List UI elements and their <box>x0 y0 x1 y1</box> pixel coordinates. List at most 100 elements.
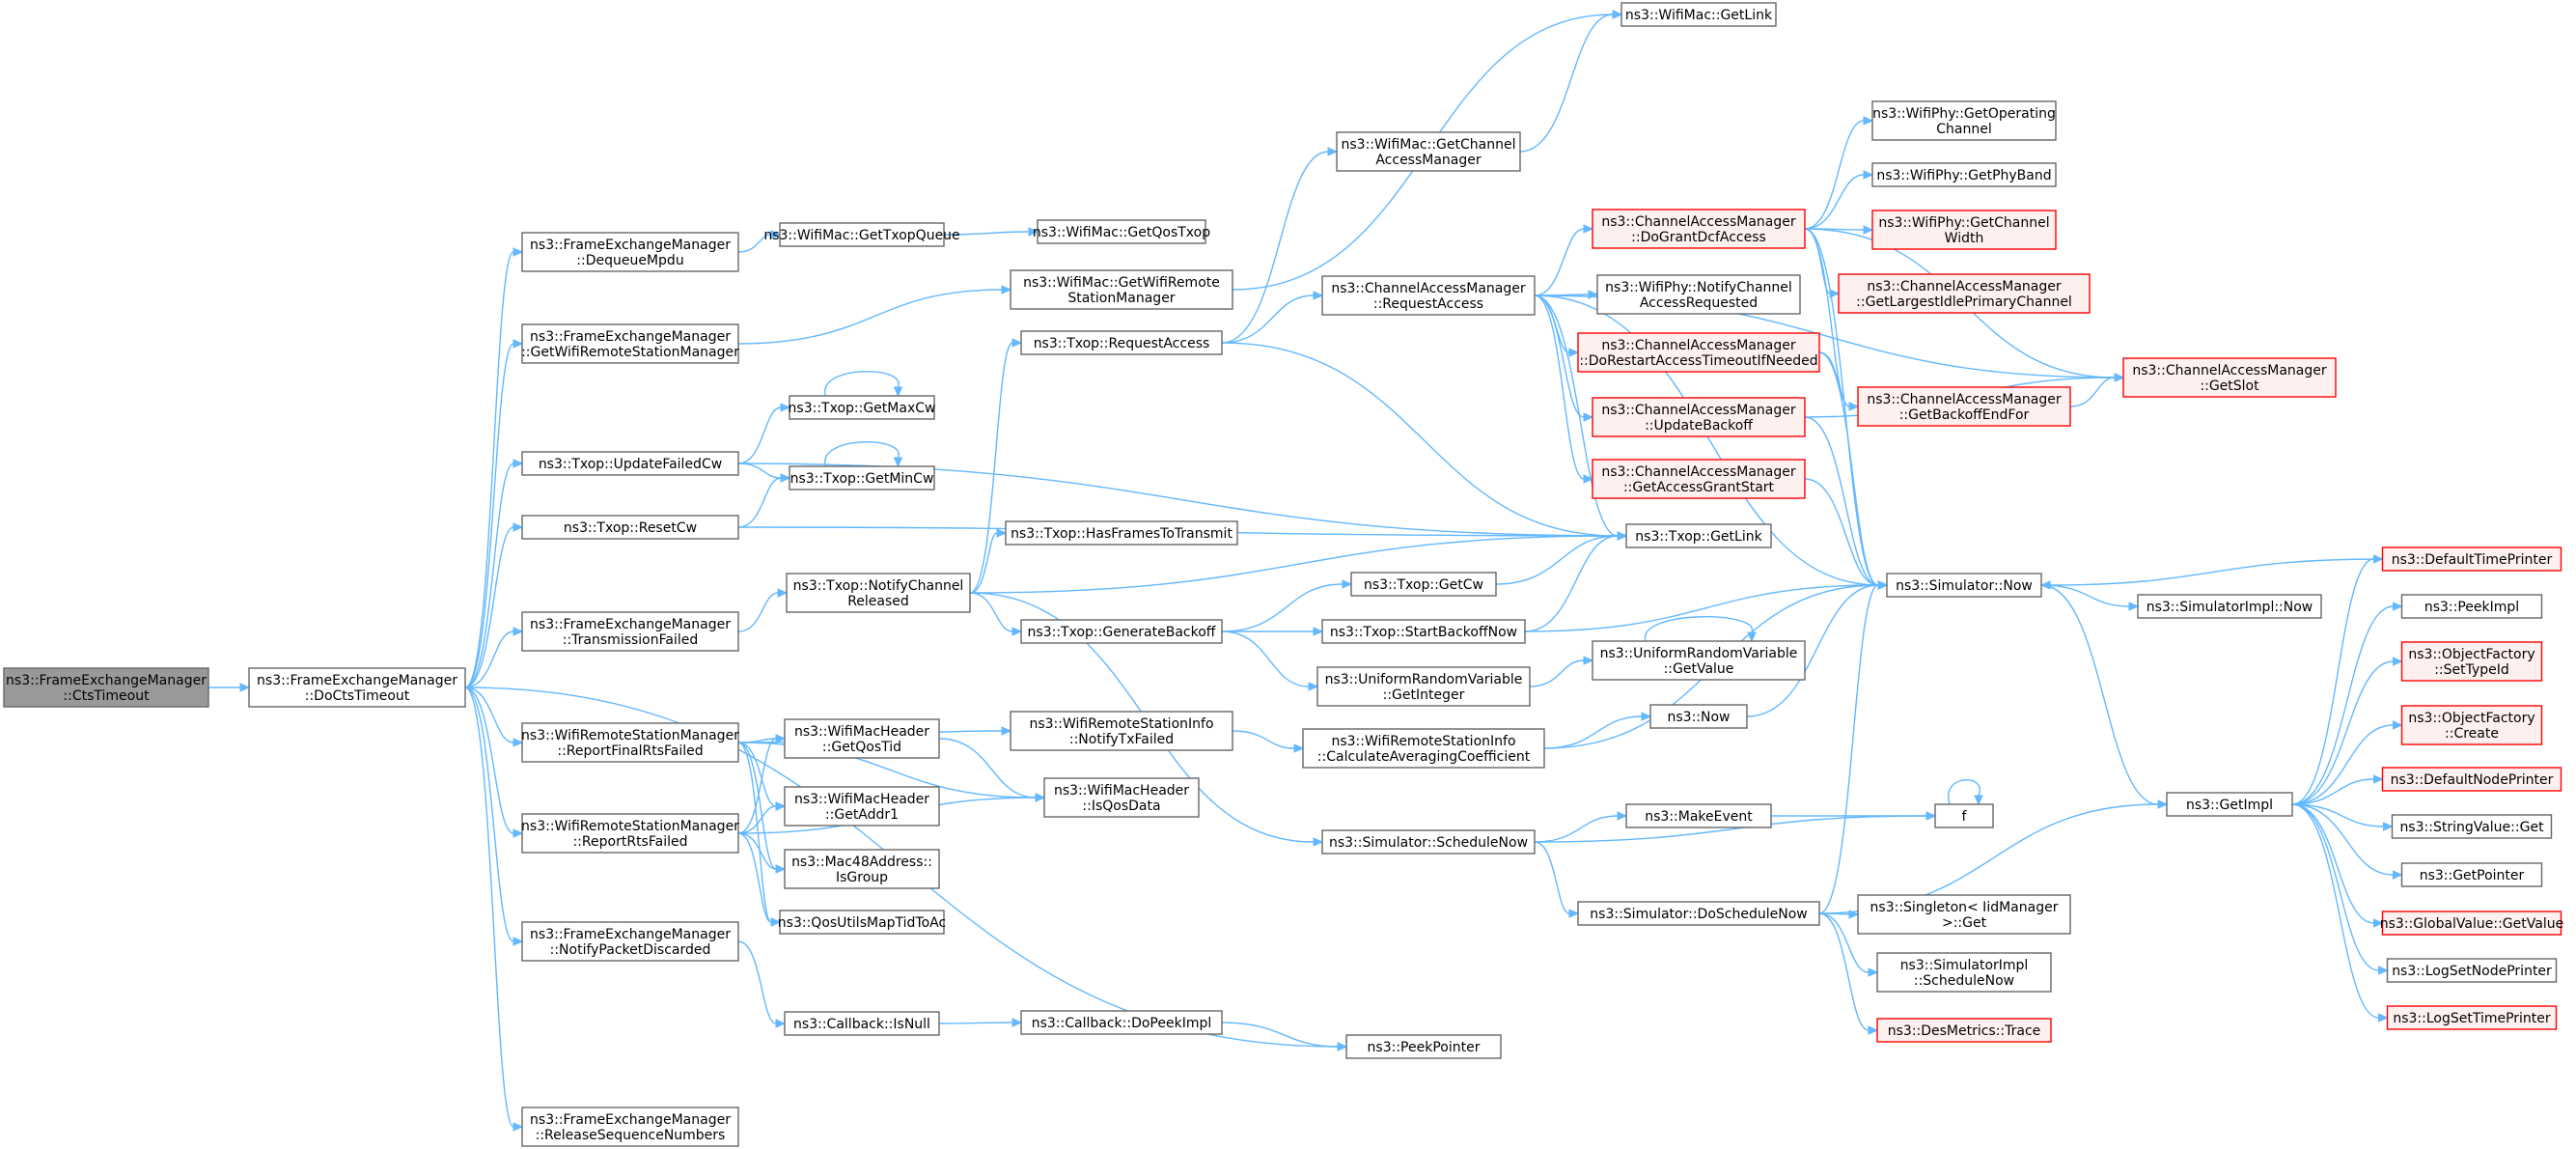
node-box[interactable] <box>248 667 466 708</box>
node-getimpl[interactable]: ns3::GetImpl <box>2166 792 2293 817</box>
node-box[interactable] <box>784 718 940 759</box>
node-getwifiremotestationmanager[interactable]: ns3::FrameExchangeManager::GetWifiRemote… <box>521 323 739 364</box>
node-box[interactable] <box>1577 332 1820 373</box>
node-box[interactable] <box>521 813 739 854</box>
node-box[interactable] <box>2381 767 2562 792</box>
node-box[interactable] <box>1037 219 1206 244</box>
node-box[interactable] <box>1871 210 2057 250</box>
node-box[interactable] <box>1592 209 1806 249</box>
node-isqosdata[interactable]: ns3::WifiMacHeader::IsQosData <box>1043 777 1200 818</box>
node-box[interactable] <box>1886 573 2042 598</box>
node-txopgetcw[interactable]: ns3::Txop::GetCw <box>1350 572 1497 597</box>
node-box[interactable] <box>1321 275 1536 316</box>
node-box[interactable] <box>521 232 739 272</box>
node-box[interactable] <box>2400 594 2543 619</box>
node-hasframestotransmit[interactable]: ns3::Txop::HasFramesToTransmit <box>1005 520 1238 546</box>
node-box[interactable] <box>1005 520 1238 546</box>
node-getqostxop[interactable]: ns3::WifiMac::GetQosTxop <box>1033 219 1210 244</box>
node-getlargestidleprimarychannel[interactable]: ns3::ChannelAccessManager::GetLargestIdl… <box>1838 273 2091 314</box>
node-updatefailedcw[interactable]: ns3::Txop::UpdateFailedCw <box>521 451 739 476</box>
node-schedulenow[interactable]: ns3::Simulator::ScheduleNow <box>1321 829 1536 855</box>
node-desmetricstrace[interactable]: ns3::DesMetrics::Trace <box>1876 1018 2052 1043</box>
node-makeevent[interactable]: ns3::MakeEvent <box>1625 803 1772 828</box>
node-qosutilsmaptidtoac[interactable]: ns3::QosUtilsMapTidToAc <box>778 910 946 935</box>
node-generatebackoff[interactable]: ns3::Txop::GenerateBackoff <box>1020 619 1223 644</box>
node-box[interactable] <box>2122 357 2337 398</box>
node-singletonget[interactable]: ns3::Singleton< IidManager>::Get <box>1857 894 2071 935</box>
node-gettxopqueue[interactable]: ns3::WifiMac::GetTxopQueue <box>763 222 960 247</box>
node-objectfactorycreate[interactable]: ns3::ObjectFactory::Create <box>2400 705 2543 745</box>
node-box[interactable] <box>521 611 739 652</box>
node-box[interactable] <box>779 910 945 935</box>
node-box[interactable] <box>521 1107 739 1147</box>
node-box[interactable] <box>1592 397 1806 437</box>
node-defaulttimeprinter[interactable]: ns3::DefaultTimePrinter <box>2381 546 2562 572</box>
node-getaccessgrantstart[interactable]: ns3::ChannelAccessManager::GetAccessGran… <box>1592 459 1806 499</box>
node-reportrtsfailed[interactable]: ns3::WifiRemoteStationManager::ReportRts… <box>521 813 739 854</box>
node-logsettimeprinter[interactable]: ns3::LogSetTimePrinter <box>2386 1005 2558 1030</box>
node-box[interactable] <box>2386 958 2558 983</box>
node-box[interactable] <box>1876 952 2052 993</box>
node-box[interactable] <box>1649 704 1748 729</box>
node-box[interactable] <box>2386 1005 2558 1030</box>
node-txopgetlink[interactable]: ns3::Txop::GetLink <box>1625 523 1772 548</box>
node-settypeid[interactable]: ns3::ObjectFactory::SetTypeId <box>2400 641 2543 682</box>
node-box[interactable] <box>521 451 739 476</box>
node-box[interactable] <box>3 667 209 708</box>
node-transmissionfailed[interactable]: ns3::FrameExchangeManager::TransmissionF… <box>521 611 739 652</box>
node-box[interactable] <box>1625 803 1772 828</box>
node-box[interactable] <box>1010 711 1233 751</box>
node-urvgetvalue[interactable]: ns3::UniformRandomVariable::GetValue <box>1592 640 1806 681</box>
node-getslot[interactable]: ns3::ChannelAccessManager::GetSlot <box>2122 357 2337 398</box>
node-getmaxcw[interactable]: ns3::Txop::GetMaxCw <box>789 395 936 420</box>
node-box[interactable] <box>789 395 935 420</box>
node-box[interactable] <box>2166 792 2293 817</box>
node-reportfinalrtsfailed[interactable]: ns3::WifiRemoteStationManager::ReportFin… <box>521 722 739 763</box>
node-box[interactable] <box>1592 459 1806 499</box>
node-dorestartaccesstimeout[interactable]: ns3::ChannelAccessManager::DoRestartAcce… <box>1577 332 1820 373</box>
node-f[interactable]: f <box>1934 803 1994 828</box>
node-box[interactable] <box>784 849 940 889</box>
node-box[interactable] <box>2400 862 2543 887</box>
node-box[interactable] <box>1321 829 1536 855</box>
node-updatebackoff[interactable]: ns3::ChannelAccessManager::UpdateBackoff <box>1592 397 1806 437</box>
node-wifimacgetlink[interactable]: ns3::WifiMac::GetLink <box>1620 2 1777 27</box>
node-box[interactable] <box>2391 814 2553 839</box>
node-dograntdcfaccess[interactable]: ns3::ChannelAccessManager::DoGrantDcfAcc… <box>1592 209 1806 249</box>
node-startbackoffnow[interactable]: ns3::Txop::StartBackoffNow <box>1321 619 1526 644</box>
node-box[interactable] <box>1020 619 1223 644</box>
node-box[interactable] <box>1350 572 1497 597</box>
node-simimplnow[interactable]: ns3::SimulatorImpl::Now <box>2137 594 2322 619</box>
node-box[interactable] <box>789 465 935 490</box>
node-peekimpl[interactable]: ns3::PeekImpl <box>2400 594 2543 619</box>
node-requestaccess[interactable]: ns3::Txop::RequestAccess <box>1020 330 1223 355</box>
node-box[interactable] <box>521 722 739 763</box>
node-box[interactable] <box>1316 666 1531 707</box>
node-peekpointer[interactable]: ns3::PeekPointer <box>1345 1034 1502 1059</box>
node-box[interactable] <box>521 515 739 540</box>
node-box[interactable] <box>1345 1034 1502 1059</box>
node-resetcw[interactable]: ns3::Txop::ResetCw <box>521 515 739 540</box>
node-box[interactable] <box>2381 546 2562 572</box>
node-defaultnodeprinter[interactable]: ns3::DefaultNodePrinter <box>2381 767 2562 792</box>
node-box[interactable] <box>2400 705 2543 745</box>
node-getphyband[interactable]: ns3::WifiPhy::GetPhyBand <box>1871 162 2057 187</box>
node-ns3now[interactable]: ns3::Now <box>1649 704 1748 729</box>
node-simimplschedulenow[interactable]: ns3::SimulatorImpl::ScheduleNow <box>1876 952 2052 993</box>
node-box[interactable] <box>2381 911 2562 936</box>
node-box[interactable] <box>786 573 971 613</box>
node-box[interactable] <box>521 921 739 962</box>
node-camrequestaccess[interactable]: ns3::ChannelAccessManager::RequestAccess <box>1321 275 1536 316</box>
node-getaddr1[interactable]: ns3::WifiMacHeader::GetAddr1 <box>784 786 940 827</box>
node-box[interactable] <box>1876 1018 2052 1043</box>
node-calculateaveragingcoefficient[interactable]: ns3::WifiRemoteStationInfo::CalculateAve… <box>1302 728 1545 769</box>
node-box[interactable] <box>1596 274 1801 315</box>
node-globalvaluegetvalue[interactable]: ns3::GlobalValue::GetValue <box>2380 911 2563 936</box>
node-box[interactable] <box>1620 2 1777 27</box>
node-box[interactable] <box>1577 901 1820 926</box>
node-ctstimeout[interactable]: ns3::FrameExchangeManager::CtsTimeout <box>3 667 209 708</box>
node-box[interactable] <box>1838 273 2091 314</box>
